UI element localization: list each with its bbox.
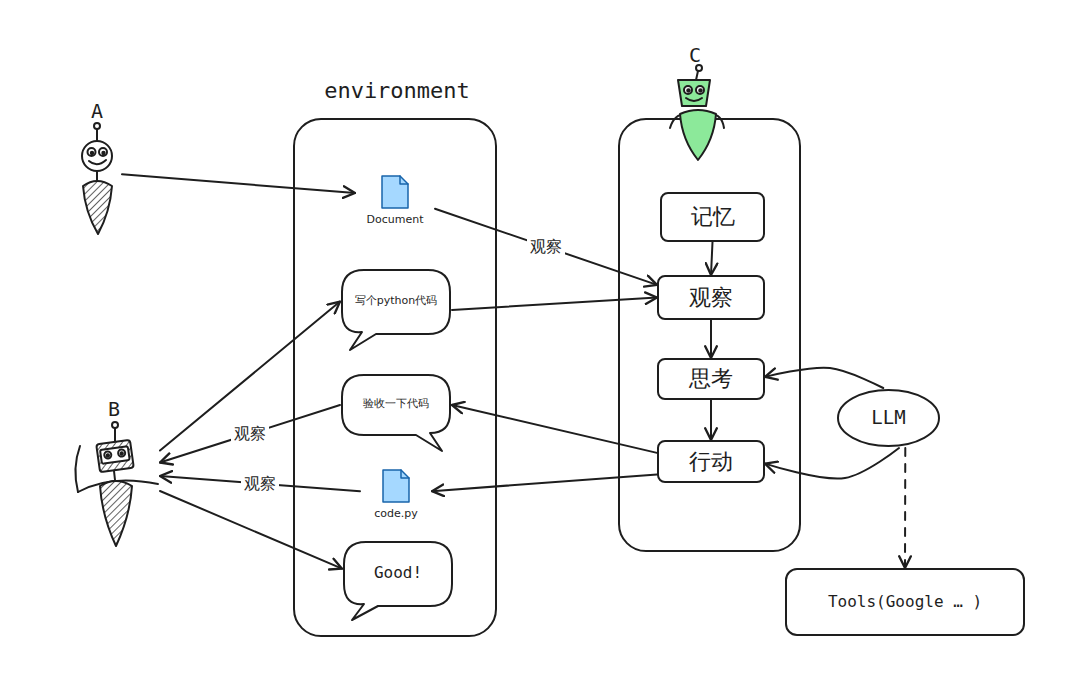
robot-head xyxy=(96,440,134,472)
robot-eye xyxy=(118,449,126,457)
connector-arrow xyxy=(160,302,340,451)
node-label: A xyxy=(72,100,122,122)
node-label: 观察 xyxy=(659,277,763,318)
robot-eye xyxy=(684,86,692,94)
outline-group xyxy=(342,270,450,350)
connector-arrow xyxy=(711,242,713,275)
robot-body xyxy=(83,181,112,234)
robot-body xyxy=(100,481,132,546)
robot-pupil xyxy=(699,89,702,92)
node-label: 思考 xyxy=(659,360,763,398)
robot-mouth xyxy=(686,98,702,101)
robot-neck xyxy=(114,471,115,480)
process-box: 记忆 xyxy=(660,192,765,242)
connector-arrow xyxy=(765,368,883,388)
file-icon xyxy=(383,470,409,502)
connector-arrow xyxy=(435,209,657,285)
connector-arrow xyxy=(452,405,657,453)
connector-arrow xyxy=(122,174,355,193)
robot-pupil xyxy=(102,152,104,154)
process-box: 行动 xyxy=(657,440,765,483)
connector-arrow xyxy=(765,448,899,479)
edge-label: 观察 xyxy=(527,236,565,257)
node-outline xyxy=(70,398,160,548)
robot-mouth xyxy=(89,160,106,164)
robot-neck xyxy=(96,171,98,180)
node-label: 行动 xyxy=(659,442,763,481)
connector-arrow xyxy=(452,298,657,311)
robot-body xyxy=(680,110,716,160)
robot-eye xyxy=(696,86,704,94)
connector-arrow xyxy=(432,474,657,491)
speech-bubble-node: 写个python代码 xyxy=(340,268,452,352)
robot-arm xyxy=(75,446,80,492)
file-fold xyxy=(400,176,408,184)
connector-arrow xyxy=(710,400,712,440)
node-label: C xyxy=(682,42,708,68)
connector-arrow xyxy=(904,448,906,568)
robot-pupil xyxy=(120,452,123,455)
connector-arrow xyxy=(160,491,342,569)
robot-face xyxy=(100,446,130,464)
robot-head xyxy=(678,80,710,106)
node-label: 写个python代码 xyxy=(340,268,452,334)
node-label: Tools(Google … ) xyxy=(787,570,1023,634)
process-box: 思考 xyxy=(657,358,765,400)
robot-pupil xyxy=(687,89,690,92)
outline-group xyxy=(75,422,158,546)
file-icon xyxy=(382,176,408,208)
speech-bubble-node: 验收一下代码 xyxy=(340,373,452,453)
edge-label: 观察 xyxy=(241,473,279,494)
connector-arrow xyxy=(160,405,340,463)
node-label: 记忆 xyxy=(662,194,763,240)
file-node: Document xyxy=(355,174,435,230)
robot-pupil xyxy=(107,454,110,457)
file-fold xyxy=(401,470,409,478)
speech-bubble xyxy=(342,270,450,350)
node-label: B xyxy=(100,398,128,420)
node-label: environment xyxy=(275,76,519,106)
robot-head-group xyxy=(96,440,134,472)
outline-group xyxy=(382,176,408,208)
node-label: code.py xyxy=(360,506,432,522)
node-label: Good! xyxy=(342,540,454,606)
robot-head xyxy=(82,141,112,171)
agent-figure: A xyxy=(72,100,122,235)
agent-box: C记忆观察思考行动 xyxy=(618,118,801,552)
outline-group xyxy=(82,123,112,234)
file-node: code.py xyxy=(360,468,432,526)
node-outline xyxy=(340,373,452,453)
ellipse-node: LLM xyxy=(836,388,941,448)
process-box: 观察 xyxy=(657,275,765,320)
node-label: Document xyxy=(355,212,435,228)
node-outline xyxy=(618,118,801,552)
process-box: Tools(Google … ) xyxy=(785,568,1025,636)
robot-pupil xyxy=(91,152,93,154)
connector-arrow xyxy=(710,320,712,358)
robot-antenna-tip xyxy=(112,422,118,428)
process-box: environmentDocument写个python代码验收一下代码code.… xyxy=(293,118,497,637)
robot-eye xyxy=(104,451,112,459)
robot-eye xyxy=(88,148,96,156)
node-label: LLM xyxy=(836,388,941,448)
outline-group xyxy=(383,470,409,502)
outline-group xyxy=(670,65,724,160)
node-label: 验收一下代码 xyxy=(340,373,452,435)
edge-label: 观察 xyxy=(231,423,269,444)
robot-eye xyxy=(99,148,107,156)
speech-bubble-node: Good! xyxy=(342,540,454,622)
speech-bubble xyxy=(342,375,450,451)
outline-group xyxy=(342,375,450,451)
robot-antenna-tip xyxy=(94,123,100,129)
robot-antenna xyxy=(696,71,698,80)
agent-figure: B xyxy=(70,398,160,548)
node-outline xyxy=(340,268,452,352)
